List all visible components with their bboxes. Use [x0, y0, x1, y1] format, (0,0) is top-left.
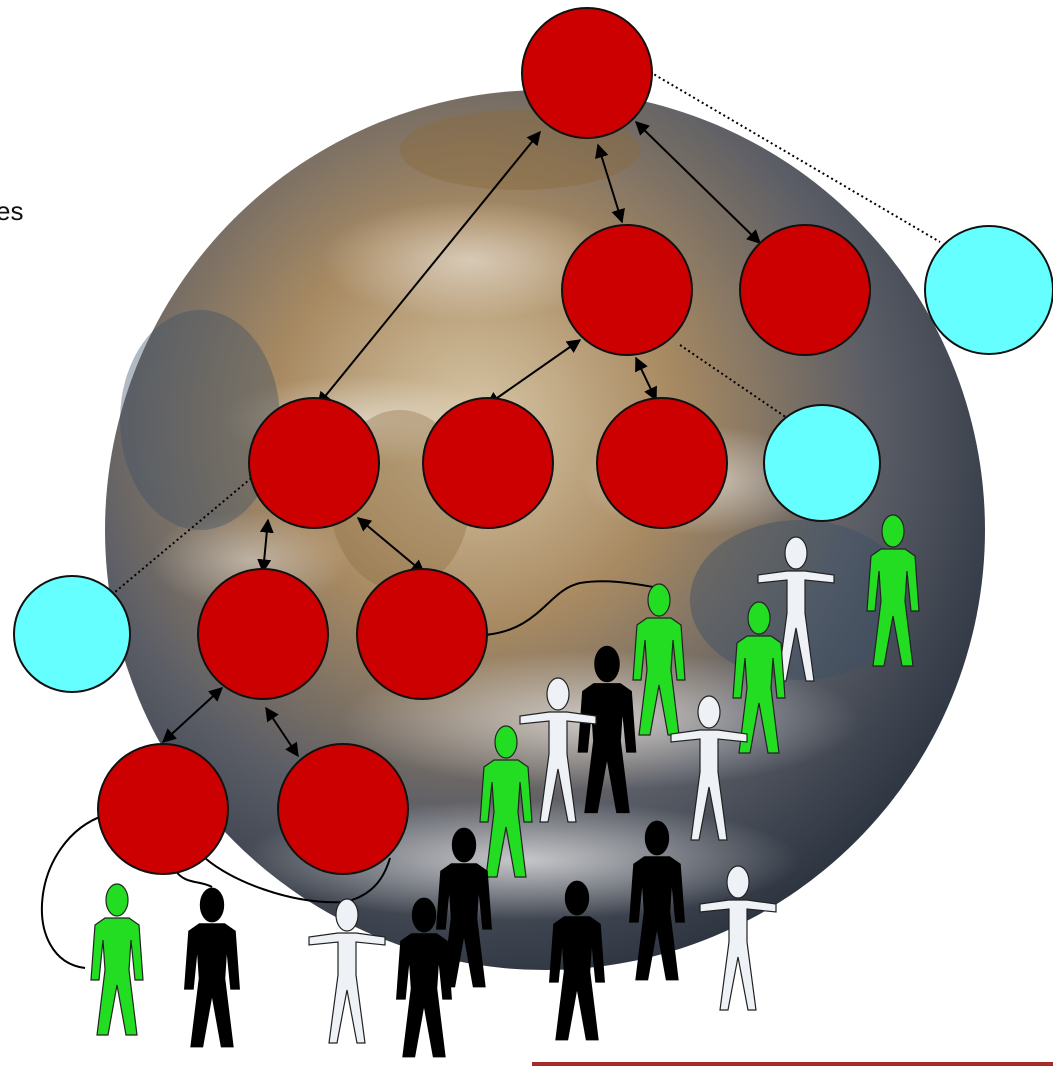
person-figure — [632, 583, 686, 736]
person-head — [546, 677, 570, 711]
server-node-5a — [97, 743, 229, 875]
server-node-2a — [561, 224, 693, 356]
peer-nodes — [13, 225, 1053, 693]
curve-5a-white-person — [204, 857, 391, 904]
server-node-3c — [596, 397, 728, 529]
person-figure — [549, 880, 605, 1041]
person-body — [699, 899, 777, 1011]
person-body — [632, 617, 686, 736]
link-3a-4a — [257, 518, 274, 574]
person-figure — [519, 677, 597, 823]
person-head — [564, 880, 590, 916]
person-figure — [436, 827, 492, 988]
person-figure — [184, 887, 240, 1048]
server-node-4a — [197, 568, 329, 700]
person-body — [519, 711, 597, 823]
person-figure — [670, 695, 748, 841]
peer-node-right — [924, 225, 1053, 355]
person-head — [644, 820, 670, 856]
person-figure — [629, 820, 685, 981]
person-head — [199, 887, 225, 923]
earth-globe — [105, 90, 985, 970]
curve-5a-green-person — [41, 814, 106, 969]
dotted-link-3a-peer-left — [114, 474, 256, 593]
link-root-2a — [595, 143, 625, 224]
peer-node-mid — [763, 404, 881, 522]
person-body — [308, 932, 386, 1044]
person-body — [866, 548, 920, 667]
link-root-2b — [634, 121, 762, 244]
person-head — [726, 865, 750, 899]
person-body — [549, 916, 605, 1041]
link-3a-4b — [356, 517, 426, 574]
bottom-rule — [532, 1062, 1053, 1066]
peer-links — [114, 71, 941, 593]
person-figure — [396, 897, 452, 1058]
curve-4b-person — [484, 580, 661, 636]
link-root-3a — [317, 130, 541, 407]
person-body — [757, 570, 835, 682]
server-node-2b — [739, 224, 871, 356]
person-body — [396, 933, 452, 1058]
person-figure — [308, 898, 386, 1044]
person-head — [105, 883, 129, 917]
caption-fragment: es — [0, 196, 24, 226]
person-head — [335, 898, 359, 932]
server-nodes — [97, 7, 871, 875]
person-figure — [479, 725, 533, 878]
link-2a-3c — [635, 356, 657, 402]
people-crowd — [90, 514, 920, 1058]
person-figure — [699, 865, 777, 1011]
person-body — [732, 635, 786, 754]
person-figure — [90, 883, 144, 1036]
person-head — [881, 514, 905, 548]
person-body — [479, 759, 533, 878]
peer-node-left — [13, 575, 131, 693]
person-figure — [757, 536, 835, 682]
dotted-link-root-peer-right — [649, 71, 941, 243]
link-2a-3b — [485, 339, 582, 406]
person-body — [436, 863, 492, 988]
person-head — [451, 827, 477, 863]
person-body — [629, 856, 685, 981]
person-body — [670, 729, 748, 841]
server-node-3a — [248, 397, 380, 529]
server-node-3b — [422, 397, 554, 529]
person-head — [594, 645, 620, 683]
person-head — [784, 536, 808, 570]
server-links — [161, 121, 762, 758]
server-node-root — [521, 7, 653, 139]
server-node-4b — [356, 568, 488, 700]
link-4a-5b — [265, 706, 299, 758]
person-body — [184, 923, 240, 1048]
dotted-link-2a-peer-mid — [679, 344, 791, 421]
person-head — [647, 583, 671, 617]
person-head — [494, 725, 518, 759]
person-head — [411, 897, 437, 933]
person-head — [697, 695, 721, 729]
person-body — [90, 917, 144, 1036]
server-node-5b — [277, 743, 409, 875]
person-figure — [866, 514, 920, 667]
person-head — [747, 601, 771, 635]
person-figure — [732, 601, 786, 754]
link-4a-5a — [161, 687, 224, 743]
user-links — [41, 580, 661, 969]
